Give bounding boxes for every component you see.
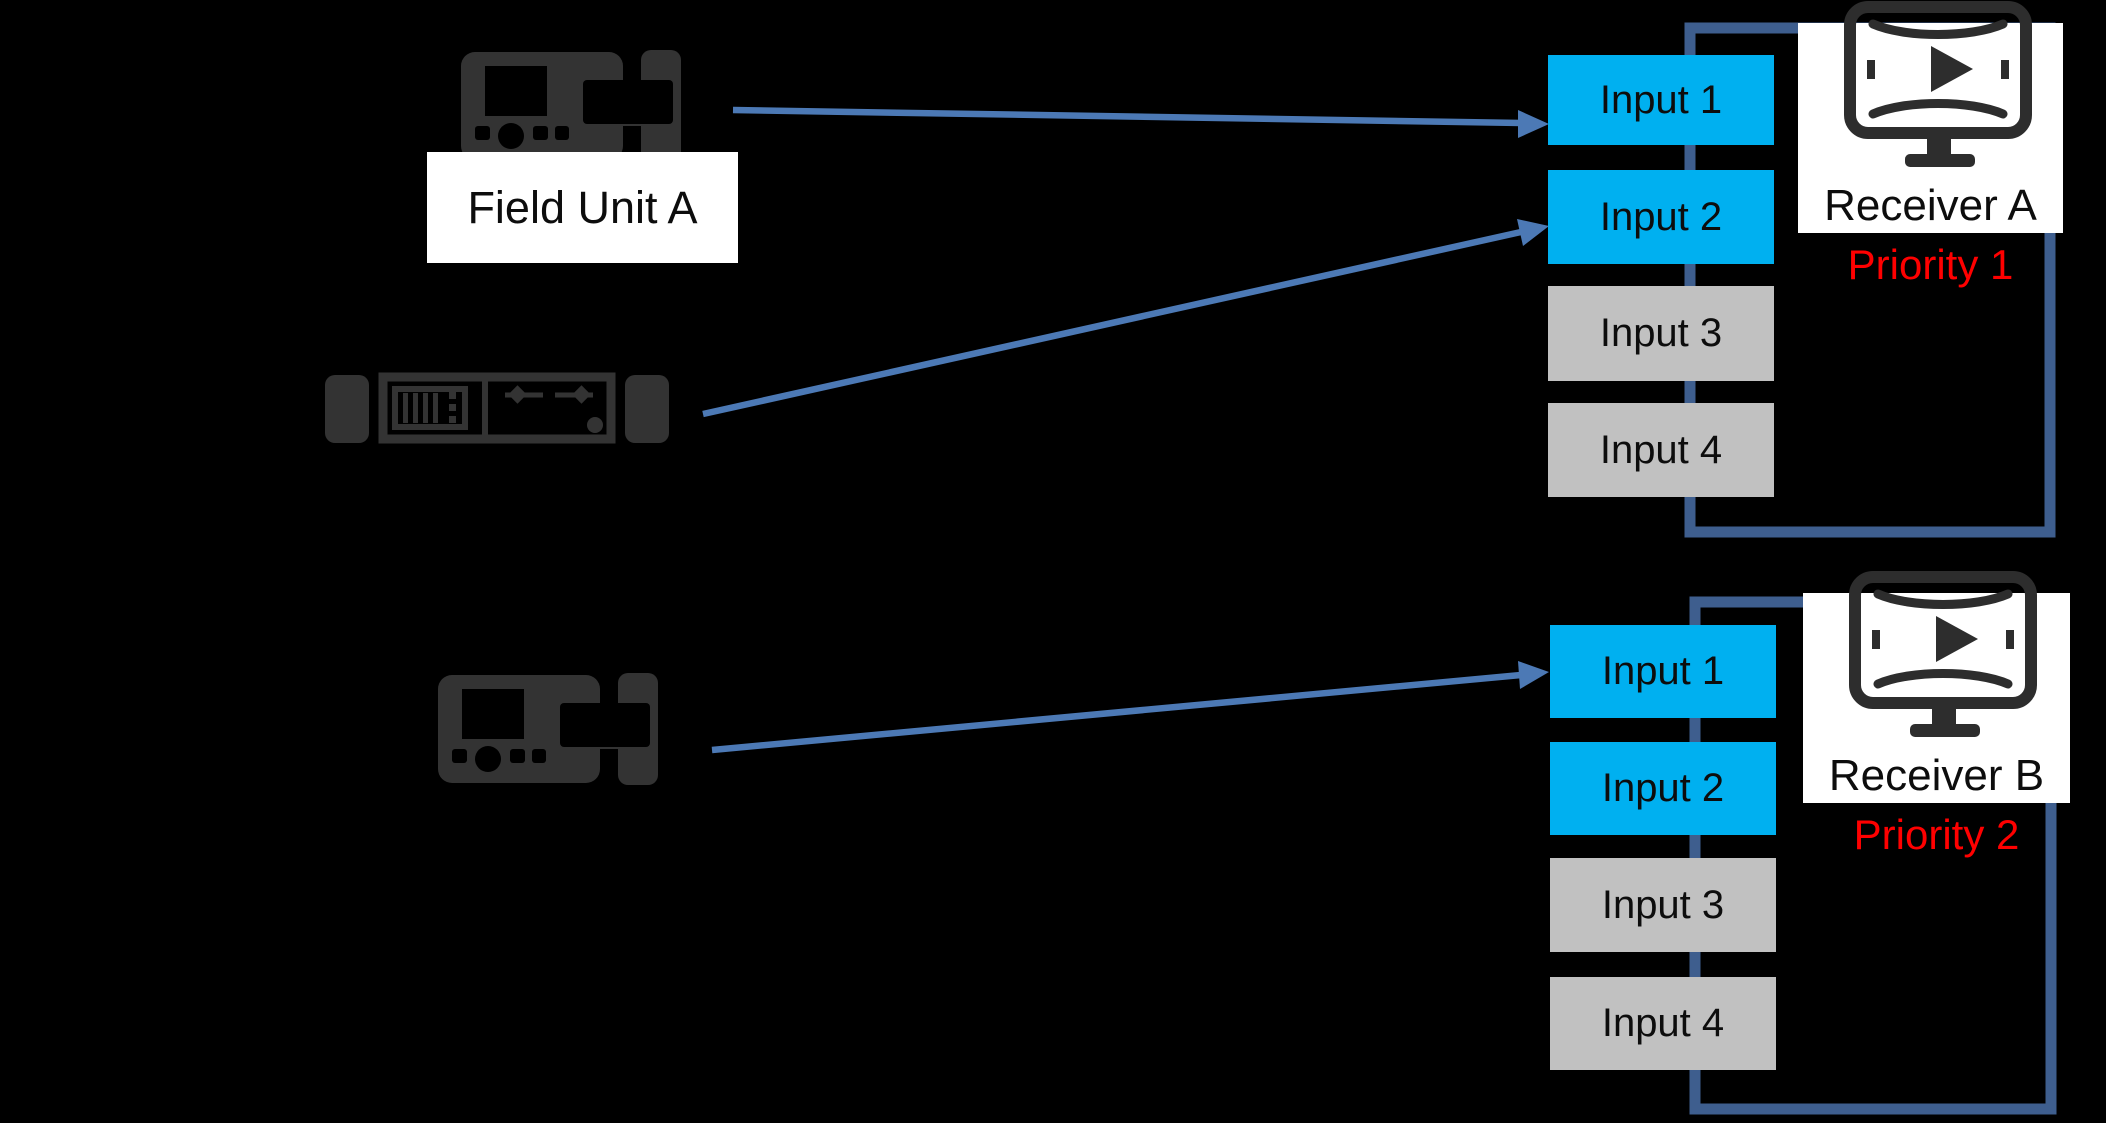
receiver-a-name: Receiver A — [1824, 181, 2037, 230]
receiver-b-name: Receiver B — [1828, 751, 2045, 800]
receiver-a-input-1: Input 1 — [1548, 55, 1774, 145]
field-unit-a-label-text: Field Unit A — [467, 181, 698, 233]
rack-encoder-icon — [325, 372, 669, 444]
arrow-rack-unit-to-receiver-a-input-2 — [702, 219, 1549, 418]
receiver-b-input-3: Input 3 — [1550, 858, 1776, 952]
field-unit-b-icon — [438, 673, 658, 785]
receiver-b-input-1: Input 1 — [1550, 625, 1776, 718]
receiver-a-priority: Priority 1 — [1847, 241, 2014, 288]
field-unit-a-label: Field Unit A — [427, 152, 738, 263]
field-unit-a-icon — [461, 50, 681, 162]
receiver-a-input-2: Input 2 — [1548, 170, 1774, 264]
receiver-a-input-3: Input 3 — [1548, 286, 1774, 381]
receiver-a-input-4: Input 4 — [1548, 403, 1774, 497]
arrow-field-unit-a-to-receiver-a-input-1 — [732, 106, 1549, 138]
receiver-a-monitor-play-icon — [1844, 1, 2032, 167]
arrow-field-unit-b-to-receiver-b-input-1 — [711, 661, 1549, 754]
receiver-b-monitor-play-icon — [1849, 571, 2037, 737]
receiver-b-input-2: Input 2 — [1550, 742, 1776, 835]
receiver-b-priority: Priority 2 — [1853, 811, 2020, 858]
receiver-b-input-4: Input 4 — [1550, 977, 1776, 1070]
